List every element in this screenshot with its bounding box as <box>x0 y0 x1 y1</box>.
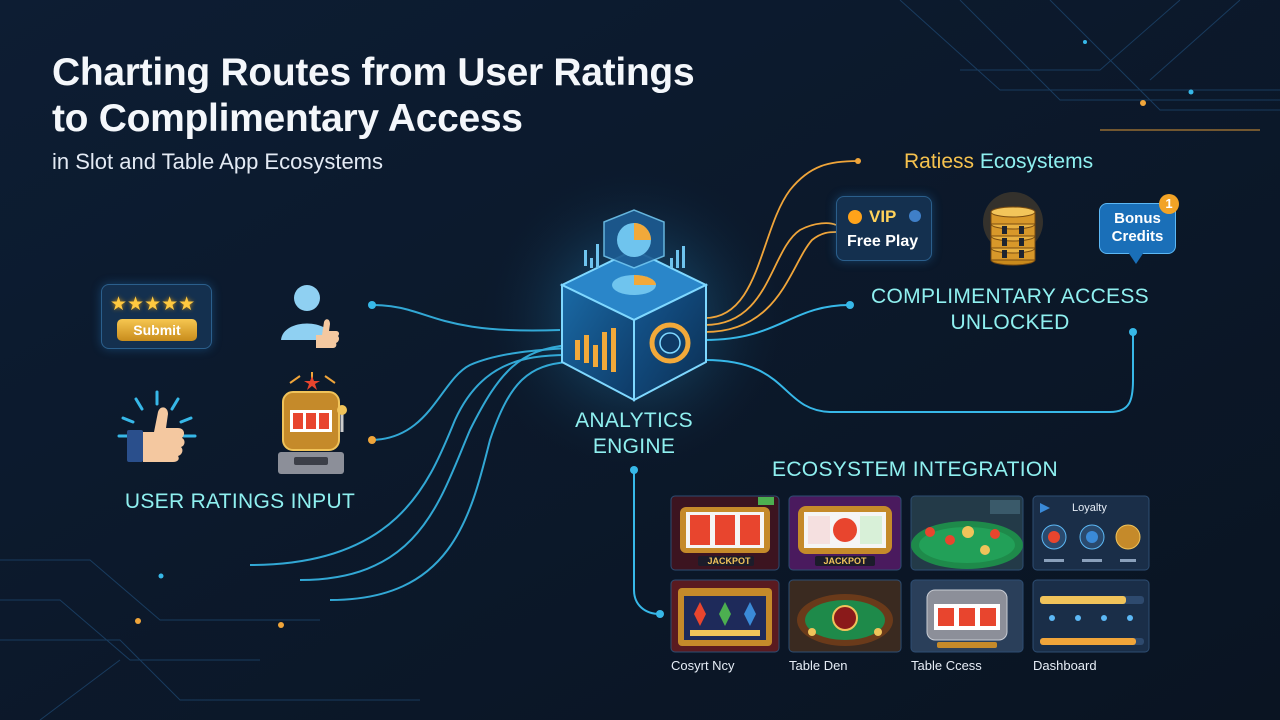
slot-machine-icon <box>278 372 347 474</box>
tile-table-ccess[interactable] <box>911 580 1023 652</box>
submit-button[interactable]: Submit <box>117 319 197 341</box>
vip-dot-icon <box>848 210 862 224</box>
analytics-engine-label-line1: ANALYTICS <box>575 409 693 432</box>
complimentary-access-label: COMPLIMENTARY ACCESS UNLOCKED <box>860 284 1160 336</box>
vip-free-play-card[interactable]: VIP Free Play <box>836 196 932 261</box>
bonus-label: Bonus <box>1114 210 1161 227</box>
coin-stack-icon <box>983 192 1043 266</box>
complimentary-access-line2: UNLOCKED <box>950 311 1070 334</box>
tile-banner-2: JACKPOT <box>823 556 867 566</box>
tile-poker-table[interactable] <box>911 496 1023 570</box>
title-line-1: Charting Routes from User Ratings <box>52 51 695 94</box>
page-title: Charting Routes from User Ratings to Com… <box>52 50 695 142</box>
analytics-engine-label-line2: ENGINE <box>592 435 676 458</box>
rewards-heading-part2: Ecosystems <box>979 150 1094 173</box>
notification-badge: 1 <box>1159 194 1179 214</box>
vip-label: VIP <box>869 207 897 226</box>
user-ratings-input-label: USER RATINGS INPUT <box>124 490 356 513</box>
tile-banner-4: Loyalty <box>1072 502 1107 514</box>
tile-caption-2: Table Den <box>789 658 848 673</box>
rating-card: ★★★★★ Submit <box>101 284 212 349</box>
tile-loyalty[interactable] <box>1033 496 1149 570</box>
integration-tiles-row2 <box>670 579 1150 653</box>
analytics-engine-cube <box>559 209 709 402</box>
tile-caption-1: Cosyrt Ncy <box>671 658 735 673</box>
rewards-heading: Ratiess Ecosystems <box>904 150 1093 174</box>
tile-slot-jackpot-red[interactable] <box>671 496 779 570</box>
tile-cosyrt-ncy[interactable] <box>671 580 779 652</box>
page-subtitle: in Slot and Table App Ecosystems <box>52 149 384 174</box>
user-avatar-icon <box>281 285 340 348</box>
ecosystem-integration-heading: ECOSYSTEM INTEGRATION <box>772 458 1058 481</box>
analytics-engine-label: ANALYTICS ENGINE <box>554 408 714 460</box>
tile-slot-jackpot-purple[interactable] <box>789 496 901 570</box>
tile-caption-3: Table Ccess <box>911 658 982 673</box>
tile-table-den[interactable] <box>789 580 901 652</box>
tile-banner-1: JACKPOT <box>707 556 751 566</box>
vip-blue-dot-icon <box>909 210 921 222</box>
title-line-2: to Complimentary Access <box>52 97 523 140</box>
complimentary-access-line1: COMPLIMENTARY ACCESS <box>871 285 1149 308</box>
tile-caption-4: Dashboard <box>1033 658 1097 673</box>
rewards-heading-part1: Ratiess <box>904 150 975 173</box>
bonus-bubble-tail <box>1128 252 1144 264</box>
tile-dashboard[interactable] <box>1033 580 1149 652</box>
rating-stars[interactable]: ★★★★★ <box>110 294 196 315</box>
credits-label: Credits <box>1111 228 1164 245</box>
integration-tiles <box>670 495 1150 571</box>
free-play-label: Free Play <box>847 233 919 250</box>
thumbs-up-icon <box>117 390 197 462</box>
